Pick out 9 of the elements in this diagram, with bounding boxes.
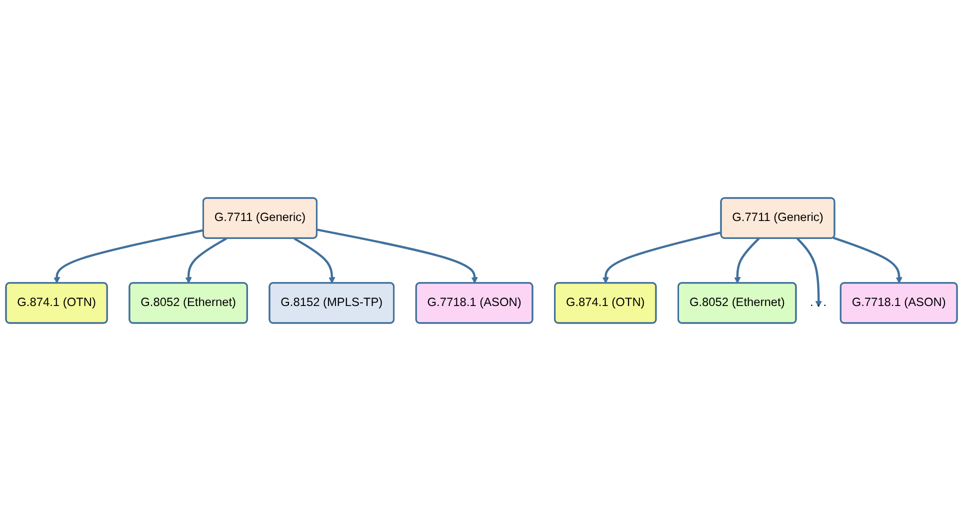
arrow (602, 231, 722, 284)
arrow (294, 238, 336, 284)
node-text: . . . (810, 296, 827, 309)
arrow (54, 229, 204, 284)
arrow (796, 238, 822, 308)
arrow (832, 236, 902, 284)
arrow (734, 238, 760, 284)
arrow (185, 238, 227, 284)
arrow (316, 228, 478, 284)
